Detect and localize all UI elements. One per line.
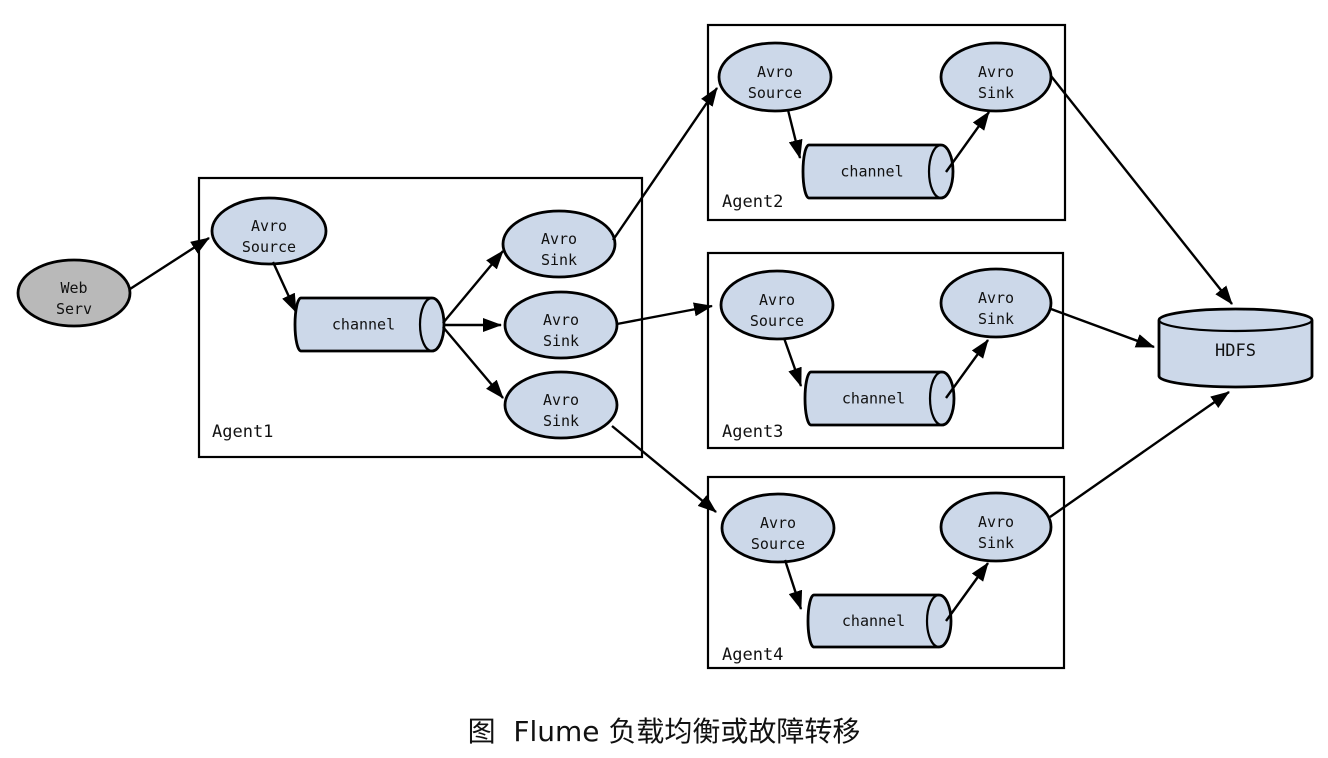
edge-agent2-source-to-channel: [786, 109, 803, 159]
agent2-channel-cap: [927, 143, 942, 200]
web-serv-shape: [16, 258, 132, 328]
agent2-channel: channel: [801, 143, 955, 200]
agent3-avro-source-shape: [719, 269, 835, 341]
agent4-avro-source-shape: [720, 492, 836, 564]
agent2-channel-label: channel: [840, 163, 903, 181]
agent3-border: [706, 251, 1065, 450]
agent3-channel-cap: [928, 370, 943, 427]
agent2-box: Agent2: [706, 23, 1067, 222]
edge-agent1-sink2-to-agent3-source: [616, 302, 713, 326]
agent1-label: Agent1: [212, 422, 273, 442]
agent1-box: Agent1: [197, 176, 644, 459]
agent1-channel: channel: [293, 296, 446, 353]
edge-agent1-channel-to-sink3: [442, 326, 504, 399]
edge-agent3-sink-to-hdfs: [1050, 307, 1155, 349]
hdfs-label: HDFS: [1215, 341, 1256, 361]
edge-agent4-channel-to-sink: [945, 562, 989, 622]
agent3-channel-label: channel: [842, 390, 905, 408]
agent1-channel-label: channel: [332, 316, 395, 334]
agent4-channel-cap: [925, 593, 940, 649]
agent4-border: [706, 475, 1066, 670]
hdfs-cap: [1157, 319, 1314, 333]
edge-agent1-sink3-to-agent4-source: [611, 425, 717, 513]
agent1-avro-source-shape: [210, 196, 328, 266]
figure-caption: 图 Flume 负载均衡或故障转移: [467, 715, 861, 748]
hdfs: HDFS: [1157, 307, 1314, 389]
agent1-channel-cap: [418, 296, 433, 353]
agent3-label: Agent3: [722, 422, 783, 442]
agent3-avro-sink-shape: [939, 267, 1053, 339]
agent1-avro-sink-1-shape: [501, 209, 617, 279]
agent4-channel-label: channel: [842, 612, 905, 630]
agent1-avro-sink-2-shape: [503, 290, 619, 360]
edge-agent1-source-to-channel: [271, 261, 298, 313]
edge-agent1-sink1-to-agent2-source: [612, 87, 718, 241]
edge-agent3-source-to-channel: [782, 337, 803, 387]
agent3-channel: channel: [803, 370, 956, 427]
edge-agent4-source-to-channel: [783, 559, 803, 610]
edge-agent2-sink-to-hdfs: [1050, 75, 1233, 305]
agent4-label: Agent4: [722, 645, 783, 665]
agent2-border: [706, 23, 1067, 222]
edge-agent4-sink-to-hdfs: [1049, 391, 1230, 518]
edge-web-serv-to-agent1-source: [129, 236, 210, 291]
edge-agent3-channel-to-sink: [945, 339, 989, 399]
agent2-label: Agent2: [722, 192, 783, 212]
agent3-box: Agent3: [706, 251, 1065, 450]
agent1-avro-sink-3-shape: [503, 370, 619, 440]
agent4-avro-sink-shape: [939, 491, 1053, 563]
agent1-border: [197, 176, 644, 459]
agent4-channel: channel: [806, 593, 953, 649]
edge-agent1-channel-to-sink1: [442, 250, 504, 324]
agent2-avro-source-shape: [717, 41, 833, 113]
edge-agent2-channel-to-sink: [945, 111, 990, 173]
agent4-box: Agent4: [706, 475, 1066, 670]
